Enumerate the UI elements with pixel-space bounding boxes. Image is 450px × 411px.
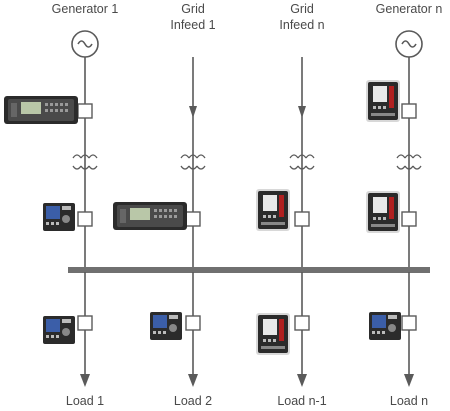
- breaker-box: [77, 103, 93, 119]
- transformer-winding: [305, 165, 315, 170]
- breaker-box: [77, 211, 93, 227]
- device-screen: [372, 315, 386, 328]
- device-screen: [130, 208, 150, 220]
- transformer-winding: [412, 165, 422, 170]
- device-screen: [263, 319, 277, 335]
- relay-device-small: [43, 316, 75, 344]
- relay-device-small: [150, 312, 182, 340]
- load-label-4: Load n: [390, 394, 428, 408]
- transformer-winding: [396, 165, 406, 170]
- arrow-down-icon: [298, 106, 306, 118]
- transformer-winding: [412, 154, 422, 159]
- transformer-winding: [188, 154, 198, 159]
- arrow-down-icon: [297, 374, 307, 387]
- breaker-box: [401, 315, 417, 331]
- transformer-winding: [188, 165, 198, 170]
- breaker-box: [185, 315, 201, 331]
- breaker-box: [77, 315, 93, 331]
- device-screen: [21, 102, 41, 114]
- breaker-box: [401, 103, 417, 119]
- transformer-winding: [88, 154, 98, 159]
- transformer-winding: [196, 154, 206, 159]
- device-screen: [373, 197, 387, 213]
- device-screen: [263, 195, 277, 211]
- transformer-winding: [404, 154, 414, 159]
- arrow-down-icon: [189, 106, 197, 118]
- transformer-winding: [404, 165, 414, 170]
- breaker-box: [294, 211, 310, 227]
- breaker-box: [401, 211, 417, 227]
- transformer-winding: [289, 165, 299, 170]
- relay-device-tall: [256, 189, 290, 231]
- device-screen: [46, 206, 60, 219]
- relay-device-small: [43, 203, 75, 231]
- feeder-label-4: Generator n: [376, 2, 443, 16]
- transformer-winding: [88, 165, 98, 170]
- relay-device-wide: [113, 202, 187, 230]
- transformer-winding: [196, 165, 206, 170]
- transformer-winding: [80, 165, 90, 170]
- relay-device-tall: [366, 80, 400, 122]
- transformer-winding: [180, 165, 190, 170]
- device-screen: [373, 86, 387, 102]
- sine-wave-icon: [77, 40, 93, 48]
- transformer-winding: [72, 165, 82, 170]
- transformer-winding: [289, 154, 299, 159]
- breaker-box: [294, 315, 310, 331]
- busbar: [68, 267, 430, 273]
- load-label-1: Load 1: [66, 394, 104, 408]
- transformer-winding: [72, 154, 82, 159]
- device-screen: [153, 315, 167, 328]
- transformer-winding: [80, 154, 90, 159]
- sine-wave-icon: [401, 40, 417, 48]
- transformer-winding: [297, 165, 307, 170]
- transformer-winding: [305, 154, 315, 159]
- arrow-down-icon: [188, 374, 198, 387]
- relay-device-tall: [256, 313, 290, 355]
- feeder-label-1: Generator 1: [52, 2, 119, 16]
- relay-device-small: [369, 312, 401, 340]
- transformer-winding: [180, 154, 190, 159]
- load-label-3: Load n-1: [277, 394, 326, 408]
- load-label-2: Load 2: [174, 394, 212, 408]
- breaker-box: [185, 211, 201, 227]
- arrow-down-icon: [404, 374, 414, 387]
- transformer-winding: [396, 154, 406, 159]
- transformer-winding: [297, 154, 307, 159]
- device-screen: [46, 319, 60, 332]
- relay-device-tall: [366, 191, 400, 233]
- relay-device-wide: [4, 96, 78, 124]
- arrow-down-icon: [80, 374, 90, 387]
